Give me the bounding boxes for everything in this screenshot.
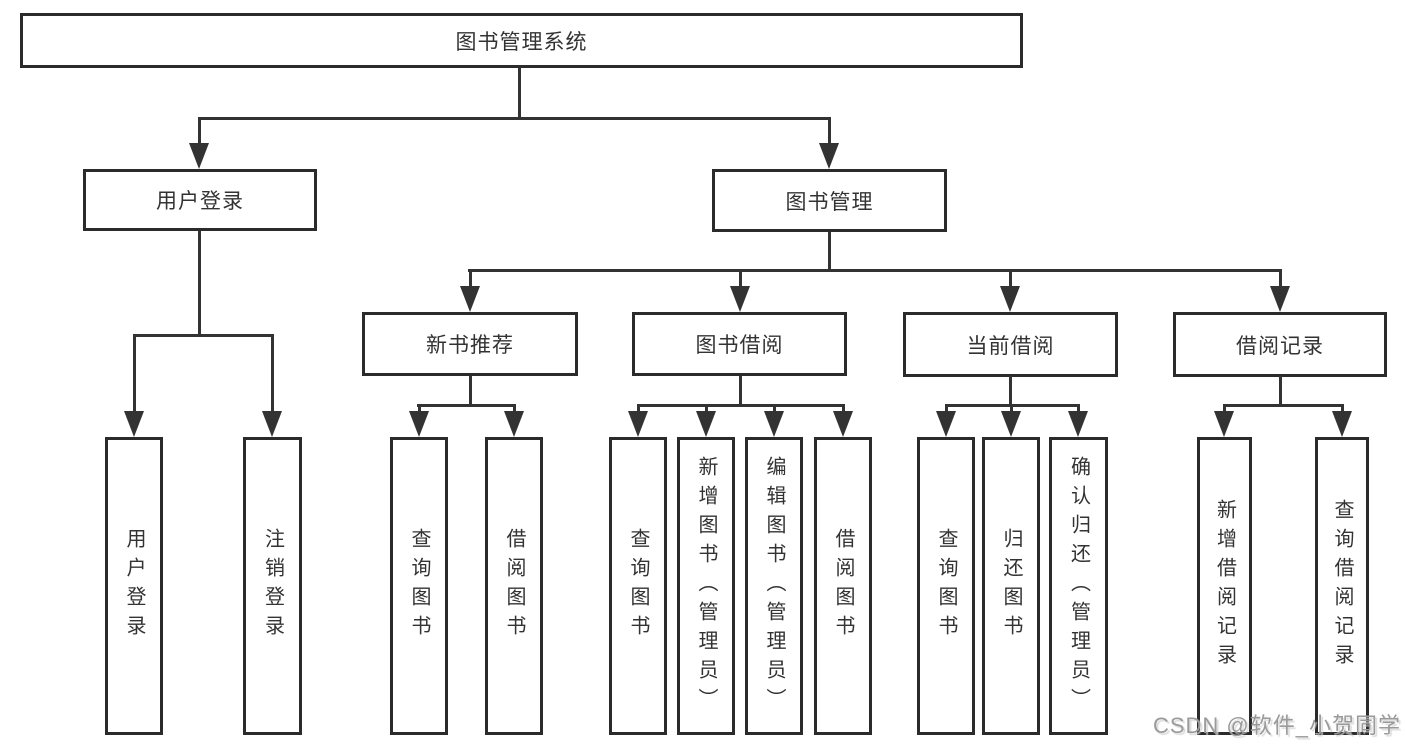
arrowhead-down-icon bbox=[262, 411, 282, 437]
connector-level2-span bbox=[198, 117, 831, 120]
leaf-logout: 注销登录 bbox=[243, 437, 302, 735]
arrowhead-down-icon bbox=[1068, 411, 1088, 437]
connector-current-down bbox=[1009, 376, 1012, 406]
arrowhead-down-icon bbox=[124, 411, 144, 437]
arrowhead-down-icon bbox=[409, 411, 429, 437]
arrowhead-down-icon bbox=[833, 411, 853, 437]
connector-borrowing-down bbox=[739, 376, 742, 406]
connector-records-down bbox=[1279, 376, 1282, 406]
node-book-borrowing: 图书借阅 bbox=[632, 312, 847, 376]
leaf-query-borrow-record: 查询借阅记录 bbox=[1315, 437, 1369, 735]
arrowhead-down-icon bbox=[1001, 411, 1021, 437]
arrowhead-down-icon bbox=[1214, 411, 1234, 437]
connector-drop-leaf bbox=[133, 334, 136, 412]
leaf-confirm-return-admin: 确认归还（管理员） bbox=[1049, 437, 1108, 735]
connector-drop-book-management bbox=[828, 117, 831, 145]
arrowhead-down-icon bbox=[189, 143, 209, 169]
connector-drop-leaf bbox=[271, 334, 274, 412]
arrowhead-down-icon bbox=[819, 143, 839, 169]
connector-drop-level3 bbox=[739, 269, 742, 289]
node-new-book-recommend: 新书推荐 bbox=[362, 312, 578, 376]
arrowhead-down-icon bbox=[936, 411, 956, 437]
leaf-user-login: 用户登录 bbox=[105, 437, 163, 735]
connector-recommend-span bbox=[417, 404, 515, 407]
csdn-watermark: CSDN @软件_小贺同学 bbox=[1152, 713, 1401, 738]
arrowhead-down-icon bbox=[1000, 286, 1020, 312]
connector-book-management-down bbox=[828, 232, 831, 270]
arrowhead-down-icon bbox=[1332, 411, 1352, 437]
leaf-query-books-recommend: 查询图书 bbox=[390, 437, 448, 735]
leaf-edit-books-admin: 编辑图书（管理员） bbox=[745, 437, 803, 735]
arrowhead-down-icon bbox=[460, 286, 480, 312]
connector-user-login-down bbox=[198, 231, 201, 336]
leaf-borrow-books-recommend: 借阅图书 bbox=[485, 437, 543, 735]
connector-records-span bbox=[1223, 404, 1343, 407]
connector-borrowing-span bbox=[637, 404, 844, 407]
leaf-query-books-borrowing: 查询图书 bbox=[609, 437, 667, 735]
connector-user-login-span bbox=[133, 334, 274, 337]
arrowhead-down-icon bbox=[764, 411, 784, 437]
arrowhead-down-icon bbox=[730, 286, 750, 312]
leaf-add-borrow-record: 新增借阅记录 bbox=[1197, 437, 1252, 735]
connector-drop-user-login bbox=[198, 117, 201, 145]
arrowhead-down-icon bbox=[628, 411, 648, 437]
arrowhead-down-icon bbox=[504, 411, 524, 437]
branch-book-management: 图书管理 bbox=[712, 169, 947, 232]
arrowhead-down-icon bbox=[696, 411, 716, 437]
connector-recommend-down bbox=[469, 376, 472, 406]
connector-root-down bbox=[518, 68, 521, 118]
connector-drop-level3 bbox=[469, 269, 472, 289]
connector-level3-span bbox=[468, 269, 1282, 272]
node-current-borrowing: 当前借阅 bbox=[903, 312, 1118, 377]
root-node-library-system: 图书管理系统 bbox=[20, 13, 1023, 68]
leaf-add-books-admin: 新增图书（管理员） bbox=[677, 437, 735, 735]
branch-user-login: 用户登录 bbox=[83, 169, 317, 231]
leaf-query-books-current: 查询图书 bbox=[917, 437, 975, 735]
arrowhead-down-icon bbox=[1270, 286, 1290, 312]
node-borrowing-records: 借阅记录 bbox=[1173, 312, 1387, 377]
leaf-borrow-books-borrowing: 借阅图书 bbox=[814, 437, 872, 735]
connector-drop-level3 bbox=[1279, 269, 1282, 289]
connector-drop-level3 bbox=[1009, 269, 1012, 289]
leaf-return-books: 归还图书 bbox=[982, 437, 1040, 735]
